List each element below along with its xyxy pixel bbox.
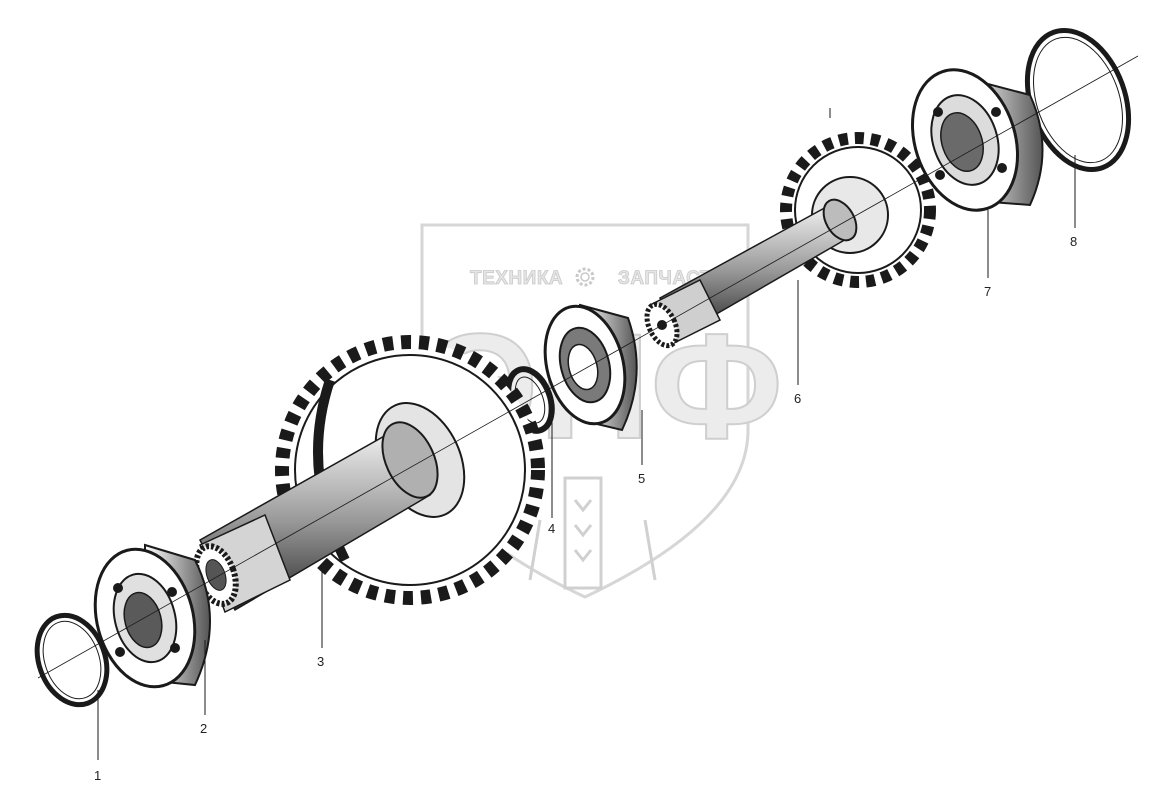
main-shaft-gear (193, 335, 545, 614)
callout-4: 4 (548, 521, 555, 536)
snap-ring-lower (34, 612, 110, 708)
callout-1: 1 (94, 768, 101, 783)
callout-2: 2 (200, 721, 207, 736)
roller-bearing-middle (543, 303, 638, 432)
assembly-axis (37, 55, 1139, 679)
watermark-left-text: ТЕХНИКА (470, 268, 563, 289)
callout-3: 3 (317, 654, 324, 669)
callout-8: 8 (1070, 234, 1077, 249)
callout-7: 7 (984, 284, 991, 299)
callout-5: 5 (638, 471, 645, 486)
callout-6: 6 (794, 391, 801, 406)
leader-lines (97, 155, 1076, 760)
gear-icon (575, 267, 595, 287)
watermark-wheat-emblem (528, 476, 657, 590)
callout-labels: 1 2 3 4 5 6 7 8 (94, 234, 1077, 783)
upper-shaft-gear (644, 108, 936, 349)
ball-bearing-upper (910, 68, 1044, 212)
ball-bearing-lower (93, 543, 211, 689)
